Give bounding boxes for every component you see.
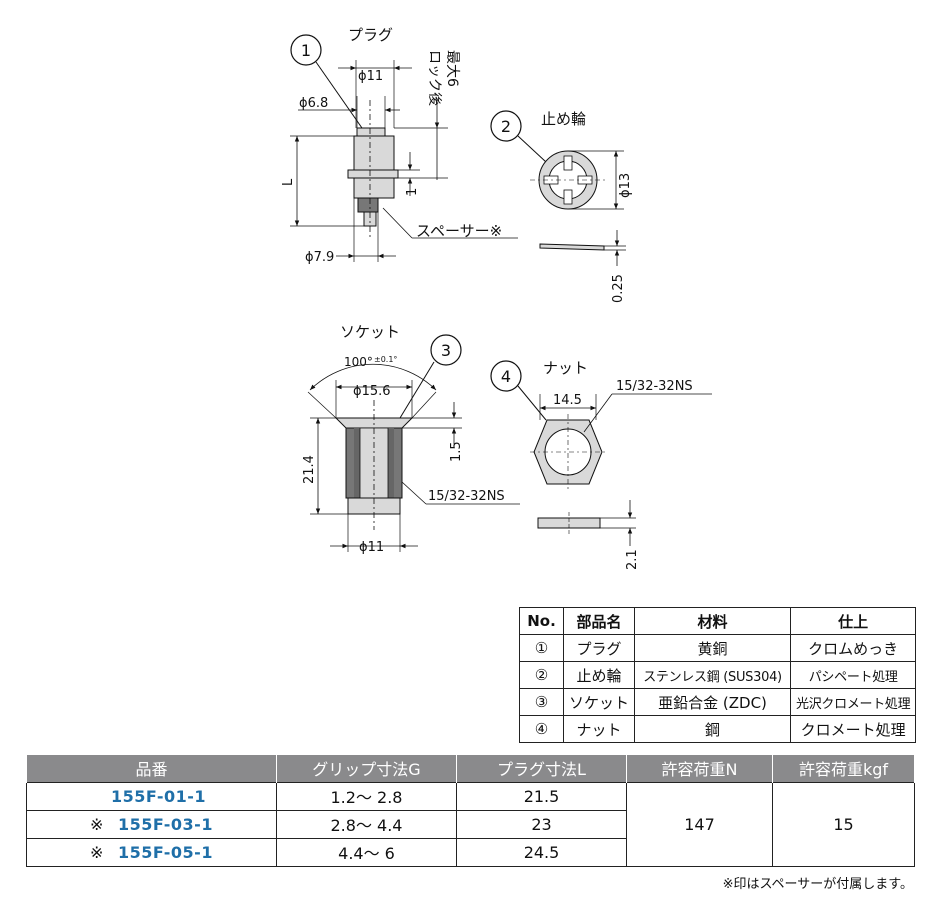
spec-cell-part[interactable]: 155F-01-1 <box>26 781 277 811</box>
parts-cell-finish: クロムめっき <box>790 634 917 662</box>
parts-header-material: 材料 <box>634 607 792 635</box>
spec-header-part: 品番 <box>26 755 277 782</box>
parts-cell-no: ③ <box>519 688 564 716</box>
part-number[interactable]: 155F-03-1 <box>117 814 213 834</box>
socket-dim-body: ϕ11 <box>359 540 384 555</box>
nut-dim-flats: 14.5 <box>553 393 582 408</box>
socket-dim-angle: 100° <box>344 355 373 369</box>
parts-cell-name: 止め輪 <box>562 661 636 689</box>
spacer-mark: ※ <box>90 842 104 862</box>
spacer-mark: ※ <box>90 814 104 834</box>
parts-cell-material: ステンレス鋼 (SUS304) <box>634 661 792 689</box>
socket-dim-height: 21.4 <box>302 455 317 484</box>
socket-title: ソケット <box>340 323 400 341</box>
footnote: ※印はスペーサーが付属します。 <box>722 877 913 892</box>
spec-cell-part[interactable]: ※ 155F-05-1 <box>26 837 277 867</box>
parts-cell-material: 亜鉛合金 (ZDC) <box>634 688 792 716</box>
nut-thread: 15/32-32NS <box>616 379 693 394</box>
socket-drawing: ソケット 3 100° ±0.1° ϕ15.6 21.4 1.5 15/32-3… <box>302 323 520 555</box>
plug-dim-top: ϕ11 <box>358 69 383 84</box>
callout-2-label: 2 <box>501 117 511 136</box>
parts-header-name: 部品名 <box>562 607 636 635</box>
spec-cell-plug: 23 <box>456 809 627 839</box>
plug-dim-base: ϕ7.9 <box>305 250 334 265</box>
ring-title: 止め輪 <box>541 110 586 128</box>
parts-cell-no: ① <box>519 634 564 662</box>
callout-4-circle <box>490 360 522 392</box>
socket-thread: 15/32-32NS <box>428 489 505 504</box>
table-row: ※ 155F-03-1 2.8～ 4.4 23 <box>26 809 915 839</box>
spec-table: 品番 グリップ寸法G プラグ寸法L 許容荷重N 許容荷重kgf 155F-01-… <box>26 755 915 867</box>
parts-cell-name: ソケット <box>562 688 636 716</box>
ring-drawing: 止め輪 2 ϕ13 0.25 <box>490 110 633 303</box>
parts-cell-no: ② <box>519 661 564 689</box>
plug-drawing: プラグ 1 ϕ11 ϕ6.8 ロック後 最大6 <box>281 26 518 265</box>
table-row: ③ ソケット 亜鉛合金 (ZDC) 光沢クロメート処理 <box>519 688 917 716</box>
parts-cell-name: プラグ <box>562 634 636 662</box>
socket-dim-angle-tol: ±0.1° <box>374 355 397 364</box>
nut-drawing: ナット 4 14.5 15/32-32NS 2.1 <box>490 359 712 570</box>
table-row: ② 止め輪 ステンレス鋼 (SUS304) パシペート処理 <box>519 661 917 689</box>
ring-dim-thick: 0.25 <box>611 274 626 303</box>
table-row: ※ 155F-05-1 4.4～ 6 24.5 <box>26 837 915 867</box>
parts-table: No. 部品名 材料 仕上 ① プラグ 黄銅 クロムめっき ② 止め輪 ステンレ… <box>519 607 917 743</box>
spec-header-load-n: 許容荷重N <box>626 755 773 782</box>
callout-1-circle <box>290 34 322 66</box>
table-row: 155F-01-1 1.2～ 2.8 21.5 147 15 <box>26 781 915 867</box>
spec-cell-grip: 1.2～ 2.8 <box>276 781 457 811</box>
spec-cell-load-n: 147 <box>626 781 773 867</box>
parts-cell-material: 黄銅 <box>634 634 792 662</box>
parts-header-no: No. <box>519 607 564 635</box>
nut-dim-thick: 2.1 <box>625 549 640 570</box>
callout-4-label: 4 <box>501 367 511 386</box>
spec-cell-part[interactable]: ※ 155F-03-1 <box>26 809 277 839</box>
parts-cell-finish: パシペート処理 <box>790 661 917 689</box>
spec-cell-load-kgf: 15 <box>772 781 915 867</box>
parts-cell-no: ④ <box>519 715 564 743</box>
socket-dim-head: ϕ15.6 <box>353 384 391 399</box>
plug-spacer-label: スペーサー※ <box>416 222 502 240</box>
spec-cell-plug: 21.5 <box>456 781 627 811</box>
part-number[interactable]: 155F-01-1 <box>110 786 206 806</box>
parts-cell-finish: クロメート処理 <box>790 715 917 743</box>
parts-header-finish: 仕上 <box>790 607 917 635</box>
callout-2-circle <box>490 110 522 142</box>
parts-cell-name: ナット <box>562 715 636 743</box>
parts-cell-material: 鋼 <box>634 715 792 743</box>
plug-dim-tip: ϕ6.8 <box>299 96 328 111</box>
callout-3-circle <box>430 334 462 366</box>
spec-table-header: 品番 グリップ寸法G プラグ寸法L 許容荷重N 許容荷重kgf <box>26 755 915 782</box>
parts-cell-finish: 光沢クロメート処理 <box>790 688 917 716</box>
spec-header-grip: グリップ寸法G <box>276 755 457 782</box>
plug-lock-note-1: ロック後 <box>426 50 442 106</box>
spec-header-load-kgf: 許容荷重kgf <box>772 755 915 782</box>
plug-dim-gap: 1 <box>405 188 420 196</box>
callout-1-label: 1 <box>301 41 311 60</box>
ring-dim-dia: ϕ13 <box>618 173 633 198</box>
part-number[interactable]: 155F-05-1 <box>117 842 213 862</box>
technical-drawing: プラグ 1 ϕ11 ϕ6.8 ロック後 最大6 <box>281 26 712 570</box>
plug-dim-length: L <box>281 178 296 186</box>
spec-cell-plug: 24.5 <box>456 837 627 867</box>
nut-title: ナット <box>543 359 588 377</box>
table-row: ① プラグ 黄銅 クロムめっき <box>519 634 917 662</box>
table-row: ④ ナット 鋼 クロメート処理 <box>519 715 917 743</box>
spec-header-plug: プラグ寸法L <box>456 755 627 782</box>
plug-lock-note-2: 最大6 <box>444 50 460 87</box>
socket-dim-head-h: 1.5 <box>449 441 464 462</box>
plug-title: プラグ <box>348 26 393 44</box>
spec-cell-grip: 2.8～ 4.4 <box>276 809 457 839</box>
spec-cell-grip: 4.4～ 6 <box>276 837 457 867</box>
callout-3-label: 3 <box>441 341 451 360</box>
parts-table-header: No. 部品名 材料 仕上 <box>519 607 917 635</box>
